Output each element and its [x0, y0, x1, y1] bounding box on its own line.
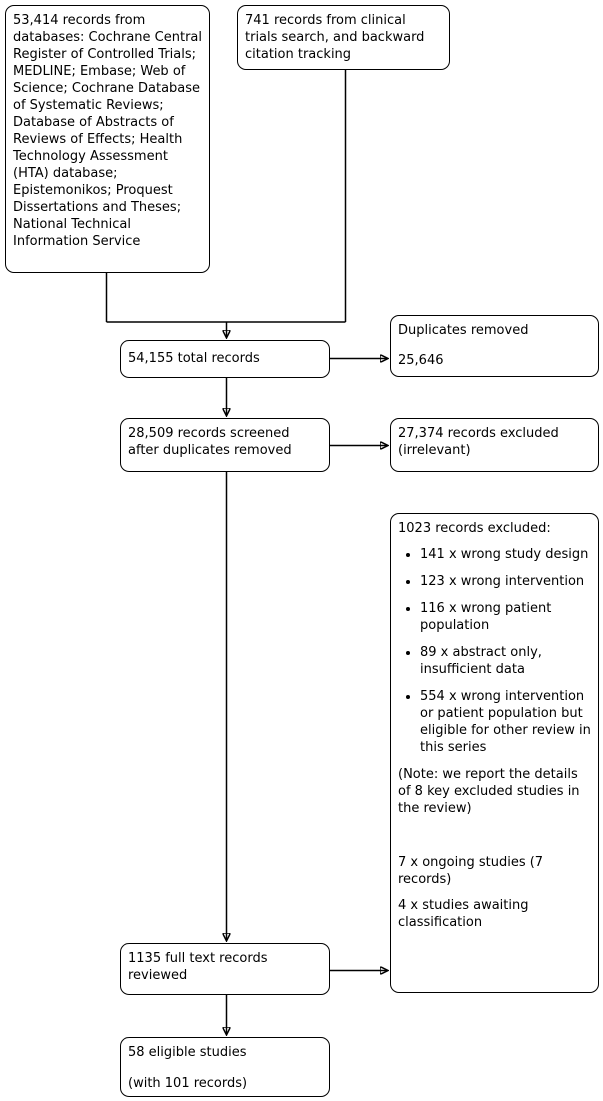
- awaiting-classification-text: 4 x studies awaiting classification: [398, 898, 529, 930]
- excluded-reason-item: 89 x abstract only, insufficient data: [420, 644, 591, 678]
- excluded-reason-item: 116 x wrong patient population: [420, 600, 591, 634]
- excluded-reason-item: 123 x wrong intervention: [420, 573, 591, 590]
- duplicates-removed-label: Duplicates removed: [398, 323, 529, 338]
- eligible-studies-records: (with 101 records): [128, 1076, 248, 1091]
- records-screened-box-text: 28,509 records screened after duplicates…: [128, 426, 292, 458]
- total-records-box-text: 54,155 total records: [128, 351, 260, 366]
- records-excluded-irrelevant-text: 27,374 records excluded (irrelevant): [398, 426, 559, 458]
- excluded-reason-item: 141 x wrong study design: [420, 546, 591, 563]
- fulltext-reviewed-box: 1135 full text records reviewed: [120, 943, 330, 995]
- fulltext-excluded-note: (Note: we report the details of 8 key ex…: [398, 767, 580, 816]
- eligible-studies-count: 58 eligible studies: [128, 1045, 247, 1060]
- sources-box: 53,414 records from databases: Cochrane …: [5, 5, 210, 273]
- sources-box-text: 53,414 records from databases: Cochrane …: [13, 13, 202, 249]
- fulltext-reviewed-box-text: 1135 full text records reviewed: [128, 951, 268, 983]
- clinical-trials-box: 741 records from clinical trials search,…: [237, 5, 450, 70]
- fulltext-excluded-reason-list: 141 x wrong study design 123 x wrong int…: [398, 546, 591, 756]
- excluded-reason-item: 554 x wrong intervention or patient popu…: [420, 688, 591, 756]
- ongoing-studies-text: 7 x ongoing studies (7 records): [398, 855, 544, 887]
- records-excluded-irrelevant-box: 27,374 records excluded (irrelevant): [390, 418, 599, 472]
- records-screened-box: 28,509 records screened after duplicates…: [120, 418, 330, 472]
- duplicates-removed-box: Duplicates removed 25,646: [390, 315, 599, 377]
- eligible-studies-box: 58 eligible studies (with 101 records): [120, 1037, 330, 1097]
- duplicates-removed-count: 25,646: [398, 353, 444, 368]
- fulltext-excluded-heading: 1023 records excluded:: [398, 521, 551, 536]
- fulltext-excluded-box: 1023 records excluded: 141 x wrong study…: [390, 513, 599, 993]
- total-records-box: 54,155 total records: [120, 340, 330, 378]
- clinical-trials-box-text: 741 records from clinical trials search,…: [245, 13, 425, 62]
